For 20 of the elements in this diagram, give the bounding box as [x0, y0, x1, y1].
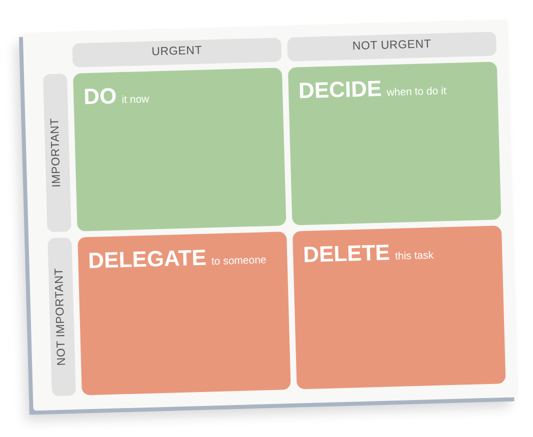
quadrant-title: DECIDE	[298, 76, 382, 102]
quadrant-title: DELETE	[302, 240, 390, 266]
row-heading: NOT IMPORTANT	[54, 268, 70, 366]
quadrant-title: DELEGATE	[88, 246, 207, 272]
quadrant-panel	[288, 62, 502, 226]
column-header-bar	[72, 38, 282, 68]
quadrant-title: DO	[83, 84, 117, 108]
quadrant-panel	[78, 232, 291, 396]
row-heading: IMPORTANT	[50, 118, 65, 188]
quadrant-panel	[72, 68, 286, 232]
quadrant-subtitle: it now	[122, 93, 150, 106]
row-header-bar	[42, 74, 72, 232]
column-header-bar	[287, 32, 497, 62]
quadrant-subtitle: when to do it	[386, 85, 446, 99]
column-heading: URGENT	[152, 45, 202, 60]
row-header-bar	[48, 238, 76, 396]
quadrant-subtitle: this task	[394, 249, 434, 263]
column-heading: NOT URGENT	[352, 38, 432, 54]
quadrant-subtitle: to someone	[211, 254, 266, 268]
quadrant-panel	[292, 226, 506, 390]
